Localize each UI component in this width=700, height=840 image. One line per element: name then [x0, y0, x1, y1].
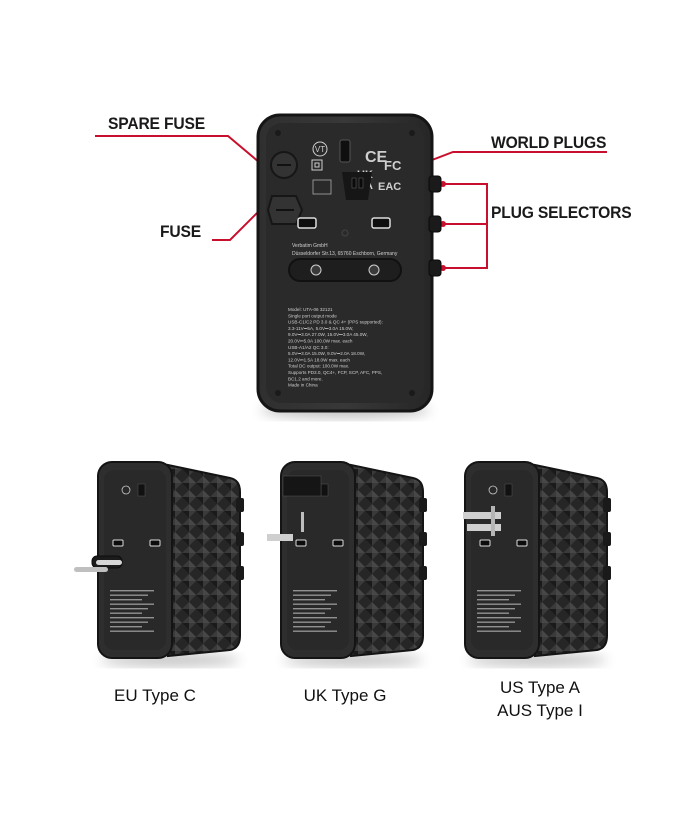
variant-caption-eu: EU Type C	[70, 684, 240, 707]
spec-line: Made in China	[288, 383, 318, 388]
caption-line: US Type A	[499, 678, 580, 697]
caption-line: AUS Type I	[497, 701, 583, 720]
spec-line: USB-C1/C2 PD 3.0 & QC 4+ (PPS supported)…	[288, 320, 383, 325]
company-name: Verbatim GmbH	[292, 243, 328, 249]
caption-line: EU Type C	[114, 686, 196, 705]
variant-caption-us-aus: US Type A AUS Type I	[455, 676, 625, 722]
usb-c-port-left	[297, 217, 317, 229]
ce-mark: CE	[365, 149, 388, 166]
eac-mark: EAC	[378, 181, 401, 193]
eu-pin-recess	[288, 258, 402, 282]
fuse-label: FUSE	[160, 222, 201, 241]
usb-c-port-right	[371, 217, 391, 229]
spec-line: 5.0V⎓3.0A 15.0W, 9.0V⎓2.0A 18.0W,	[288, 351, 365, 356]
spec-line: Model: UTA-06 32121	[288, 307, 333, 312]
variant-adapter-eu	[74, 461, 244, 666]
fc-mark: FC	[384, 158, 402, 173]
spec-line: 20.0V⎓5.0A 100.0W max. each	[288, 339, 353, 344]
spec-line: 3.3-11V⎓5A, 5.0V⎓3.0A 15.0W,	[288, 326, 353, 331]
world-plug-socket	[342, 172, 372, 200]
plug-selector-2	[428, 215, 442, 233]
plug-selectors-label: PLUG SELECTORS	[491, 203, 632, 222]
brand-badge	[312, 141, 328, 157]
spare-fuse-callout-line	[95, 135, 267, 169]
plug-selector-3	[428, 259, 442, 277]
variant-adapter-us	[463, 461, 611, 666]
spec-line: USB-A1/A2 QC 3.0:	[288, 345, 329, 350]
spec-line: BC1.2 and more.	[288, 376, 323, 381]
plug-selectors-bracket	[443, 183, 488, 269]
world-plugs-label: WORLD PLUGS	[491, 133, 607, 152]
spare-fuse-label: SPARE FUSE	[108, 114, 205, 133]
main-adapter: VT CE FC UK CA EAC Verbatim GmbH Düsseld…	[256, 113, 442, 418]
caption-line: UK Type G	[303, 686, 387, 705]
company-address: Düsseldorfer Str.13, 65760 Eschborn, Ger…	[292, 251, 398, 257]
spec-line: Total DC output: 100.0W max.	[288, 364, 349, 369]
usb-port-top	[339, 139, 351, 163]
variant-caption-uk: UK Type G	[260, 684, 430, 707]
spec-line: Single port output mode	[288, 313, 337, 318]
variant-adapters	[74, 461, 611, 666]
brand-badge-text: VT	[315, 145, 325, 154]
spec-line: 12.0V⎓1.5A 18.0W max. each	[288, 357, 350, 362]
spec-line: 9.0V⎓3.0A 27.0W, 15.0V⎓3.0A 45.0W,	[288, 332, 368, 337]
fuse-callout-line	[212, 207, 263, 241]
plug-selector-1	[428, 175, 442, 193]
spec-line: Supports PD3.0, QC4+, FCP, SCP, AFC, PPS…	[288, 370, 382, 375]
variant-adapter-uk	[267, 461, 427, 666]
